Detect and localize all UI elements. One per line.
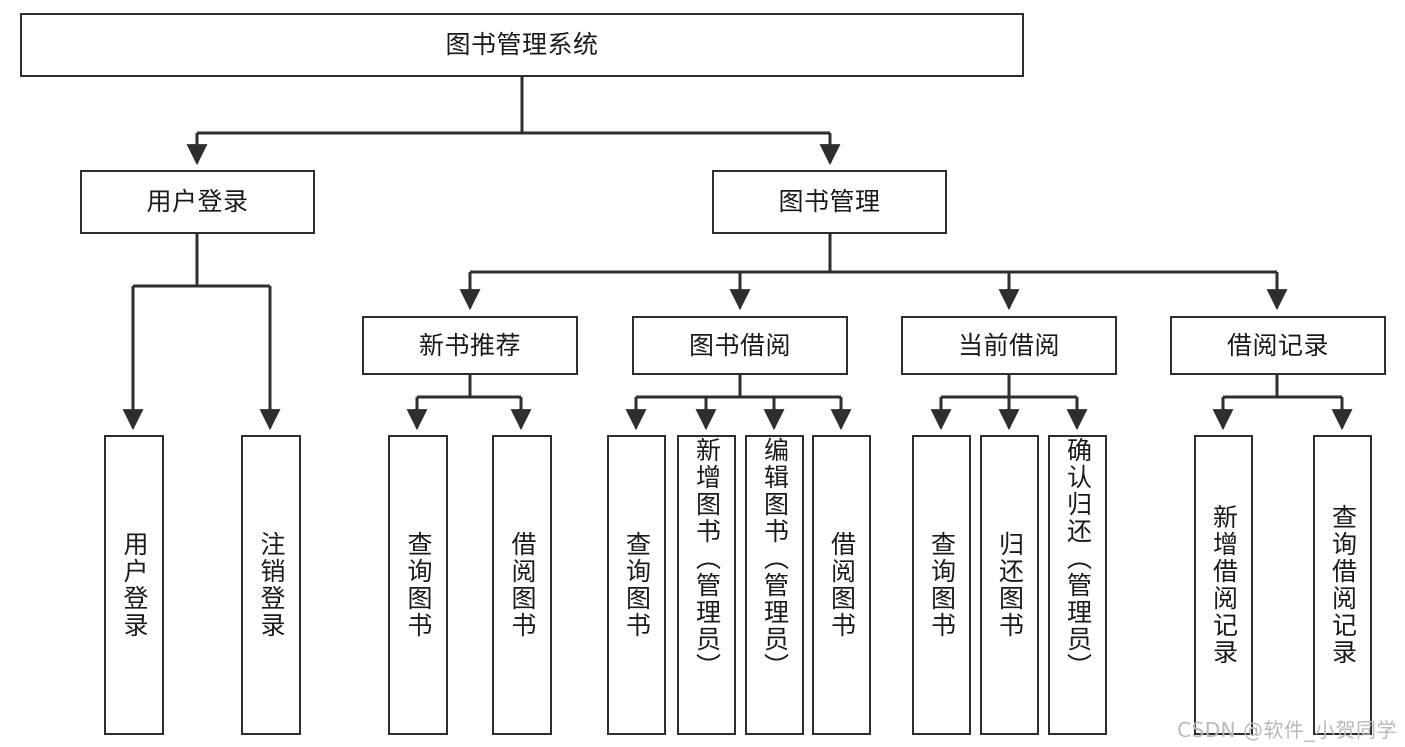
node-new-book-recommend[interactable]: 新书推荐 bbox=[362, 316, 578, 375]
node-leaf-borrow-book-2[interactable]: 借阅图书 bbox=[812, 435, 871, 735]
node-borrow-record[interactable]: 借阅记录 bbox=[1170, 316, 1386, 375]
node-leaf-query-book-3[interactable]: 查询图书 bbox=[912, 435, 971, 735]
node-leaf-user-login[interactable]: 用户登录 bbox=[104, 435, 164, 735]
node-borrow-record-label: 借阅记录 bbox=[1226, 330, 1329, 360]
node-leaf-return-book[interactable]: 归还图书 bbox=[980, 435, 1039, 735]
node-book-manage[interactable]: 图书管理 bbox=[712, 170, 947, 234]
node-leaf-add-record[interactable]: 新增借阅记录 bbox=[1194, 435, 1253, 735]
node-leaf-query-book-3-label: 查询图书 bbox=[927, 531, 957, 639]
node-user-login-label: 用户登录 bbox=[146, 187, 249, 217]
node-leaf-query-book-1-label: 查询图书 bbox=[404, 531, 433, 639]
node-root-label: 图书管理系统 bbox=[445, 30, 599, 60]
node-leaf-query-record[interactable]: 查询借阅记录 bbox=[1313, 435, 1372, 735]
node-leaf-user-logout[interactable]: 注销登录 bbox=[241, 435, 301, 735]
node-leaf-borrow-book-1[interactable]: 借阅图书 bbox=[492, 435, 552, 735]
node-book-manage-label: 图书管理 bbox=[778, 187, 881, 217]
node-leaf-edit-book-label: 编辑图书（管理员） bbox=[760, 437, 790, 680]
node-new-book-recommend-label: 新书推荐 bbox=[418, 330, 521, 360]
node-current-borrow[interactable]: 当前借阅 bbox=[901, 316, 1117, 375]
node-leaf-user-login-label: 用户登录 bbox=[120, 531, 149, 639]
node-user-login[interactable]: 用户登录 bbox=[80, 170, 315, 234]
node-leaf-borrow-book-2-label: 借阅图书 bbox=[827, 531, 857, 639]
node-book-borrow-label: 图书借阅 bbox=[688, 330, 791, 360]
node-leaf-query-book-1[interactable]: 查询图书 bbox=[388, 435, 448, 735]
node-leaf-query-record-label: 查询借阅记录 bbox=[1328, 504, 1358, 666]
node-leaf-query-book-2-label: 查询图书 bbox=[622, 531, 652, 639]
node-leaf-confirm-return-label: 确认归还（管理员） bbox=[1063, 437, 1093, 680]
node-current-borrow-label: 当前借阅 bbox=[957, 330, 1060, 360]
node-leaf-return-book-label: 归还图书 bbox=[995, 531, 1025, 639]
node-leaf-edit-book[interactable]: 编辑图书（管理员） bbox=[745, 435, 804, 735]
node-leaf-confirm-return[interactable]: 确认归还（管理员） bbox=[1048, 435, 1107, 735]
csdn-watermark: CSDN @软件_小贺同学 bbox=[1177, 718, 1397, 742]
node-leaf-add-book[interactable]: 新增图书（管理员） bbox=[677, 435, 736, 735]
node-book-borrow[interactable]: 图书借阅 bbox=[632, 316, 848, 375]
node-leaf-add-record-label: 新增借阅记录 bbox=[1209, 504, 1239, 666]
node-root[interactable]: 图书管理系统 bbox=[20, 13, 1024, 77]
node-leaf-query-book-2[interactable]: 查询图书 bbox=[607, 435, 666, 735]
node-leaf-borrow-book-1-label: 借阅图书 bbox=[508, 531, 537, 639]
node-leaf-user-logout-label: 注销登录 bbox=[257, 531, 286, 639]
node-leaf-add-book-label: 新增图书（管理员） bbox=[692, 437, 722, 680]
